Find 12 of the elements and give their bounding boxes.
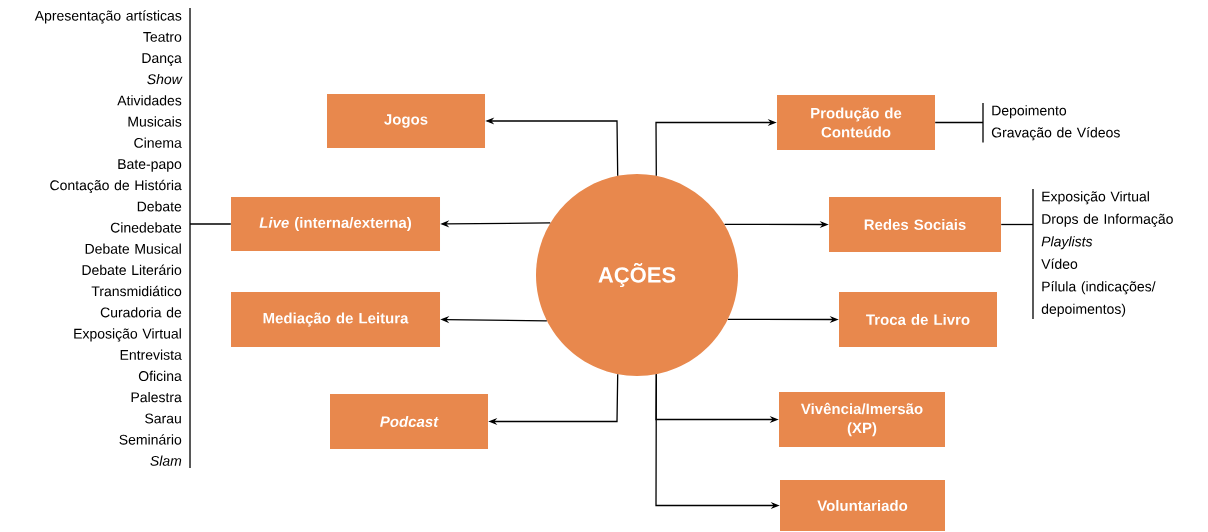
action-box: Troca de Livro [839,292,997,347]
action-box: Redes Sociais [829,197,1001,252]
item-list: Apresentação artísticas Teatro Dança Show Atividades Musicais Cinema Bate-papo Contação de História Debate Cinedebate Debate Musical Debate Literário Transmidiático Curadoria de Exposição Virtual Entrevista Oficina Palestra Sarau Seminário Slam [34,10,183,466]
action-box: Live (interna/externa) [231,197,440,251]
action-box: Produção de Conteúdo [777,95,935,150]
action-box: Mediação de Leitura [231,292,440,347]
action-box: Voluntariado [780,480,945,531]
item-list: Exposição Virtual Drops de Informação Playlists Vídeo Pílula (indicações/ depoimentos) [1041,191,1173,317]
action-box: Podcast [330,394,488,449]
action-box: Jogos [327,94,485,148]
item-list: Depoimento Gravação de Vídeos [991,105,1120,141]
action-box: Vivência/Imersão (XP) [779,392,945,447]
